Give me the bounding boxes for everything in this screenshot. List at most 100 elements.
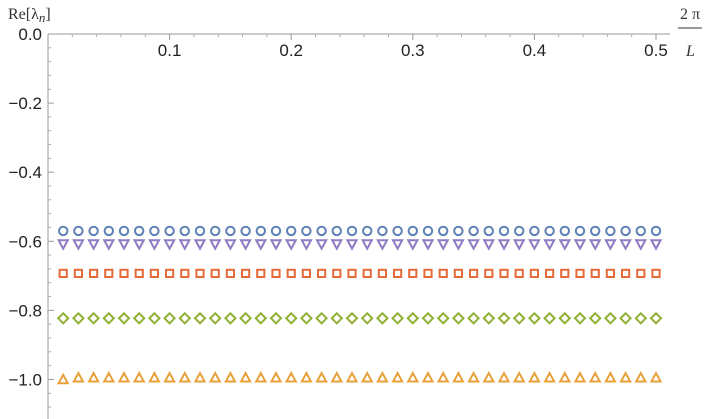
data-point-diamond — [588, 311, 602, 325]
data-point-triangle-down — [345, 239, 359, 251]
data-point-triangle-up — [56, 372, 70, 385]
data-point-diamond — [315, 311, 329, 325]
data-point-square — [286, 268, 296, 278]
data-point-triangle-down — [649, 239, 663, 251]
data-point-diamond — [497, 311, 511, 325]
data-point-triangle-down — [87, 239, 100, 251]
series-square — [58, 268, 661, 278]
data-point-triangle-up — [117, 371, 131, 383]
data-point-square — [575, 268, 585, 278]
data-point-diamond — [421, 311, 435, 325]
data-point-triangle-up — [72, 371, 85, 383]
data-point-triangle-down — [132, 239, 146, 251]
data-point-triangle-up — [102, 371, 116, 383]
x-axis-label-denominator: L — [685, 43, 695, 60]
x-tick-label: 0.1 — [158, 41, 182, 60]
data-point-triangle-down — [208, 239, 222, 251]
data-point-square — [89, 268, 99, 278]
x-tick-label: 0.4 — [523, 41, 547, 60]
x-axis-label-numerator: 2 π — [680, 6, 700, 23]
data-point-square — [529, 268, 539, 278]
data-point-diamond — [223, 311, 237, 325]
data-point-triangle-up — [269, 371, 283, 383]
data-point-circle — [58, 225, 69, 237]
data-point-diamond — [87, 311, 101, 325]
data-point-triangle-up — [406, 371, 420, 383]
series-diamond — [56, 311, 663, 325]
data-point-triangle-up — [163, 371, 176, 383]
series-triangle-down — [56, 239, 663, 251]
data-point-triangle-down — [634, 239, 648, 251]
data-point-diamond — [467, 311, 481, 325]
data-point-square — [636, 268, 646, 278]
data-point-diamond — [193, 311, 207, 325]
data-point-square — [590, 268, 600, 278]
data-point-diamond — [512, 311, 526, 325]
data-point-square — [651, 268, 661, 278]
data-point-diamond — [391, 311, 405, 325]
data-point-square — [256, 268, 266, 278]
data-point-triangle-up — [619, 371, 632, 383]
data-point-circle — [270, 225, 282, 237]
data-point-triangle-up — [300, 371, 313, 383]
data-point-square — [195, 268, 205, 278]
data-point-triangle-down — [421, 239, 435, 251]
data-point-square — [453, 268, 463, 278]
data-point-square — [514, 268, 524, 278]
data-point-square — [423, 268, 433, 278]
data-point-diamond — [451, 311, 465, 325]
data-point-diamond — [117, 311, 131, 325]
data-point-circle — [574, 225, 586, 237]
data-point-square — [484, 268, 494, 278]
data-point-triangle-up — [208, 371, 222, 383]
y-axis-label: Re[λn] — [8, 6, 51, 25]
data-point-square — [332, 268, 342, 278]
y-tick-label: −0.4 — [8, 163, 42, 182]
data-point-triangle-up — [87, 371, 100, 383]
data-point-circle — [422, 225, 434, 237]
data-point-circle — [316, 225, 327, 237]
data-point-diamond — [360, 311, 374, 325]
axes — [47, 33, 670, 419]
data-point-square — [393, 268, 403, 278]
data-point-circle — [544, 225, 555, 237]
series-circle — [58, 225, 662, 237]
data-point-circle — [514, 225, 525, 237]
data-point-circle — [650, 225, 662, 237]
data-point-triangle-up — [588, 371, 602, 383]
data-point-triangle-down — [512, 239, 526, 251]
data-point-diamond — [178, 311, 192, 325]
data-point-square — [165, 268, 175, 278]
data-point-circle — [483, 225, 494, 237]
data-point-triangle-down — [300, 239, 313, 251]
data-point-triangle-up — [649, 371, 663, 383]
data-point-circle — [559, 225, 570, 237]
data-point-square — [317, 268, 327, 278]
data-point-triangle-down — [148, 239, 161, 251]
data-point-triangle-down — [72, 239, 85, 251]
data-point-square — [438, 268, 448, 278]
data-point-diamond — [603, 311, 617, 325]
data-point-circle — [438, 225, 449, 237]
data-point-square — [225, 268, 236, 278]
data-point-triangle-down — [330, 239, 344, 251]
data-point-diamond — [649, 311, 663, 325]
data-point-circle — [392, 225, 403, 237]
series-triangle-up — [56, 371, 663, 385]
data-point-diamond — [634, 311, 648, 325]
data-point-square — [180, 268, 190, 278]
data-point-triangle-up — [315, 371, 328, 383]
data-point-circle — [88, 225, 99, 237]
data-point-square — [301, 268, 311, 278]
data-point-square — [210, 268, 220, 278]
data-point-circle — [225, 225, 236, 237]
data-point-triangle-up — [421, 371, 435, 383]
data-point-square — [605, 268, 615, 278]
data-point-circle — [134, 225, 145, 237]
data-point-triangle-down — [497, 239, 511, 251]
data-point-square — [560, 268, 570, 278]
data-point-circle — [468, 225, 479, 237]
data-point-triangle-down — [254, 239, 268, 251]
data-point-square — [241, 268, 251, 278]
data-point-square — [271, 268, 281, 278]
